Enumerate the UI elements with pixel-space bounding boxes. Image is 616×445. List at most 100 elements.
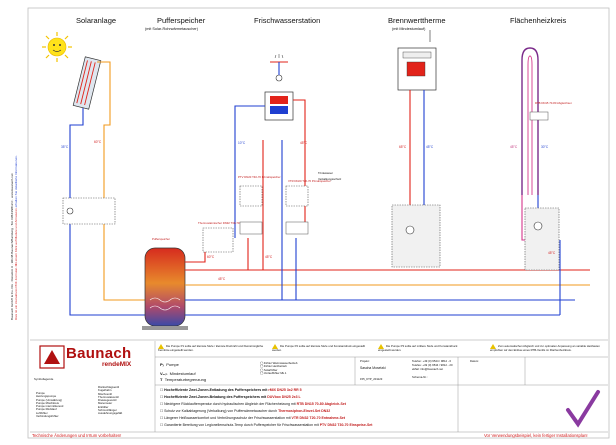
- title-flaechenheizkreis: Flächenheizkreis: [510, 16, 567, 25]
- kit-line[interactable]: ☐ Hocheffiziente Zwei-Zonen-Beladung des…: [160, 395, 301, 399]
- thermostat-mixer-box: [202, 227, 234, 253]
- legend-left-item: Pumpe Rücklauf: [36, 407, 57, 412]
- legend-left-item: Pumpe (Umwälzung): [36, 397, 63, 402]
- frisch-module-right: [285, 221, 309, 235]
- temp-puffer-red: 60°C: [207, 255, 215, 259]
- solar-pump-icon: [66, 207, 74, 215]
- temp-frisch-red: 45°C: [300, 141, 308, 145]
- warning-icon: [490, 344, 496, 349]
- title-frischwasserstation: Frischwasserstation: [254, 16, 321, 25]
- label-ptv[interactable]: PTV DN20 T40-70 Primärspeicher: [238, 175, 281, 179]
- floor-heating-station-box: [524, 207, 560, 271]
- subtitle-brennwerttherme: (mit Mindestumlauf): [392, 27, 426, 31]
- warning-pump-p3: Die Pumpe P3 sollte auf mittlere Stufe u…: [378, 344, 468, 352]
- check-icon: [566, 390, 600, 428]
- legend-row: ◯ Solarfühler: [260, 367, 278, 372]
- legend-col2-item: Rückschlagventil: [98, 385, 119, 389]
- temp-flaeche-pink: 45°C: [510, 145, 518, 149]
- warning-icon: [272, 344, 278, 349]
- frisch-module-left: [239, 221, 263, 235]
- label-verkalkung: Verkalkungsschutz: [318, 177, 342, 181]
- boiler-station-box: [391, 204, 441, 268]
- legend-col2-item: Manometer: [98, 401, 113, 406]
- contact-tel: Telefon: +49 (0) 9544 / 9812 - 0: [412, 359, 452, 363]
- legend-col2-item: Mischventil: [98, 391, 112, 396]
- project-code: 155_KTP_201123: [360, 377, 383, 381]
- legend-title: Symbollegende: [34, 377, 54, 381]
- schema-label: Schema-Nr.:: [412, 375, 428, 379]
- legend-col2-item: Dreiwegeventil: [98, 398, 117, 403]
- fresh-water-pipes: [234, 99, 306, 238]
- warning-text: Die Pumpe P2 sollte auf kleinste Stufe u…: [272, 344, 366, 352]
- contact-mail[interactable]: eMail: info@baunach.net: [412, 367, 443, 371]
- warning-icon: [158, 344, 164, 349]
- legend-left-col: Pumpe Heizungspumpe Pumpe (Umwälzung) Pu…: [36, 391, 64, 419]
- rtb-valve-box: [529, 111, 549, 121]
- label-rtb[interactable]: RTB DN15 70-80 Abgleichset: [535, 101, 572, 105]
- legend-col2-item: Entlüfter: [98, 404, 109, 409]
- symbol-legend-b: ◯ Fühler Warmwasserbetrieb ◯ Fühler Heiz…: [260, 361, 298, 375]
- project-label: Projekt:: [360, 359, 370, 363]
- footer-disclaimer-right: Vor Verwendungsbeispiel, kein fertiger I…: [484, 433, 588, 438]
- legend-left-item: Luftfühler: [36, 410, 48, 415]
- warning-rtb: Zum automatischen Abgleich und zur optim…: [490, 344, 606, 352]
- logo-brand: Baunach: [66, 345, 132, 362]
- subtitle-pufferspeicher: (mit Solar-Rohrwärmetauscher): [145, 27, 198, 31]
- date-label: Datum:: [470, 359, 480, 363]
- legend-row: ◯ Fühler Heizbetrieb: [260, 364, 287, 369]
- solar-pipes: [69, 61, 155, 316]
- warning-icon: [378, 344, 384, 349]
- warning-text: Zum automatischen Abgleich und zur optim…: [490, 344, 600, 352]
- title-brennwerttherme: Brennwerttherme: [388, 16, 446, 25]
- condensing-boiler: [397, 47, 437, 91]
- logo-subbrand: rendeMIX: [102, 361, 132, 368]
- label-thermostat-mixer[interactable]: Thermostatmischer DN32 T30-70: [198, 221, 240, 225]
- legend-left-item: Heizungspumpe: [36, 394, 57, 399]
- legend-col2-item: Thermostatventil: [98, 394, 119, 399]
- legend-row: T Temperaturbegrenzung: [160, 377, 207, 382]
- legend-left-item: Pumpe: [36, 391, 45, 395]
- baunach-logo[interactable]: Baunach rendeMIX: [36, 342, 156, 374]
- legend-col2-item: Kugelhahn: [98, 388, 112, 393]
- kit-line[interactable]: ☐ Längerer Heißwasserkomfort und Verbrüh…: [160, 416, 346, 420]
- floor-heating-loop: [521, 47, 539, 195]
- baunach-logo-mark: [39, 345, 65, 369]
- warning-text: Die Pumpe P3 sollte auf mittlere Stufe u…: [378, 344, 458, 352]
- fresh-water-station: [264, 54, 294, 121]
- legend-row: Vₘᵢₙ Mindestumlauf: [160, 371, 196, 376]
- vtr-valve-box: [285, 185, 309, 207]
- title-solaranlage: Solaranlage: [76, 16, 117, 25]
- legend-row: Pₓ Pumpe: [160, 362, 179, 367]
- temp-flaeche-blue: 30°C: [541, 145, 549, 149]
- drawing-frame: [27, 7, 610, 439]
- title-pufferspeicher: Pufferspeicher: [157, 16, 206, 25]
- boiler-pipes: [409, 30, 431, 205]
- temp-brenn-red: 65°C: [399, 145, 407, 149]
- warning-pump-p2: Die Pumpe P2 sollte auf kleinste Stufe u…: [272, 344, 372, 352]
- label-pufferspeicher[interactable]: Pufferspeicher: [152, 237, 170, 241]
- legend-left-item: Pumpe Mischkreis: [36, 400, 59, 405]
- project-name: Sascha Mosetzki: [360, 366, 386, 370]
- kit-line[interactable]: ☐ Garantierte Bereitung von Legionellens…: [160, 423, 373, 427]
- kit-line[interactable]: ☐ Schutz vor Kalkablagerung (Verkalkung)…: [160, 409, 331, 413]
- footer-disclaimer-left: Technische Änderungen und Irrtum vorbeha…: [32, 433, 122, 438]
- buffer-tank: [142, 247, 188, 330]
- warning-text: Die Pumpe P1 sollte auf kleinste Stufe /…: [158, 344, 264, 352]
- kit-line[interactable]: ☐ Hocheffiziente Zwei-Zonen-Entladung de…: [160, 388, 302, 392]
- legend-left-item: Pumpe intermittierend: [36, 404, 64, 409]
- kit-line[interactable]: ☐ Niedrigere Rücklauftemperatur durch hy…: [160, 402, 346, 406]
- solar-collector: [72, 56, 102, 110]
- legend-col2: Rückschlagventil Kugelhahn Mischventil T…: [98, 385, 123, 416]
- temp-frisch-red2: 45°C: [265, 255, 273, 259]
- legend-col2-item: Schmutzfänger: [98, 408, 117, 413]
- label-vtr[interactable]: VTR DN20 T20-70 Primärspeicher: [288, 179, 331, 183]
- legend-col2-item: Ausdehnungsgefäß: [98, 411, 123, 416]
- legend-row: ◯ Fühler Warmwasserbetrieb: [260, 361, 298, 365]
- ptv-valve-box: [239, 185, 263, 207]
- warning-pump-p1: Die Pumpe P1 sollte auf kleinste Stufe /…: [158, 344, 268, 352]
- label-trinkwasser: Trinkwasser: [318, 171, 333, 175]
- buffer-pipes: [185, 140, 590, 316]
- temp-brenn-blue: 45°C: [426, 145, 434, 149]
- legend-left-item: Verbindungsfühler: [36, 414, 59, 419]
